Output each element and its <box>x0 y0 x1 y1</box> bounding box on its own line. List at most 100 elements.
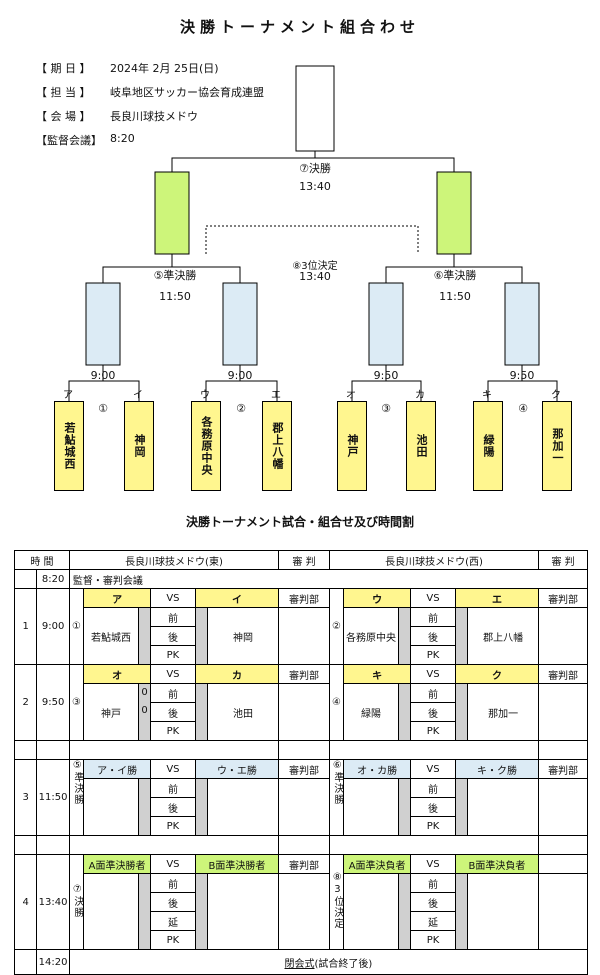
match-number-2: ② <box>236 402 246 415</box>
match4-team-left: 緑陽 <box>343 683 399 741</box>
team-name-7: 緑陽 <box>482 434 495 458</box>
sf5-winner-box <box>154 171 190 255</box>
match2-left-slot: ウ <box>343 588 412 608</box>
round1-no: 1 <box>13 588 38 665</box>
match7-left-slot: A面準決勝者 <box>83 854 152 874</box>
schedule-title: 決勝トーナメント試合・組合せ及び時間割 <box>185 515 414 529</box>
round3-row-1: 3 11:50 ⑤準決勝 ア・イ勝 VS ウ・エ勝 審判部 ⑥準決勝 オ・カ勝 … <box>13 759 588 836</box>
info-label-organizer: 【 担 当 】 <box>36 86 91 99</box>
match8-pk: PK <box>410 930 456 950</box>
match2-team-right: 郡上八幡 <box>467 607 540 665</box>
team-box-6: 池田 <box>406 401 436 491</box>
round4-time: 13:40 <box>36 854 70 950</box>
final-label: ⑦決勝 <box>299 162 331 175</box>
header-west: 長良川球技メドウ(西) <box>328 550 540 570</box>
round1-row-1: 1 9:00 ① ア VS イ 審判部 ② ウ VS エ 審判部 <box>13 588 588 665</box>
round3-no: 3 <box>13 759 38 836</box>
sf5-time: 11:50 <box>159 290 191 303</box>
info-value-date: 2024年 2月 25日(日) <box>110 62 219 75</box>
match4-time: 9:50 <box>509 369 535 382</box>
match2-first-half: 前 <box>410 607 456 627</box>
closing-ceremony: 閉会式 <box>284 958 315 970</box>
match7-label: ⑦決勝 <box>71 883 83 918</box>
match6-right-slot: キ・ク勝 <box>454 759 540 779</box>
third-place-line <box>205 225 419 254</box>
round1-time: 9:00 <box>36 588 70 665</box>
match5-vs: VS <box>150 759 196 779</box>
match3-second-half: 後 <box>150 702 196 722</box>
team-box-8: 那加一 <box>542 401 572 491</box>
sf6-winner-box <box>436 171 472 255</box>
slot-ki: キ <box>482 390 492 401</box>
slot-ku: ク <box>551 390 561 401</box>
r1-winner-box-2 <box>222 282 258 366</box>
schedule-header-row: 時 間 長良川球技メドウ(東) 審 判 長良川球技メドウ(西) 審 判 <box>14 550 588 570</box>
match3-score-first: 0 <box>141 687 148 698</box>
match1-first-half: 前 <box>150 607 196 627</box>
match8-extra-time: 延 <box>410 911 456 931</box>
match3-team-left: 神戸 <box>83 683 139 741</box>
match2-num: ② <box>328 588 345 665</box>
team-name-4: 郡上八幡 <box>271 422 284 470</box>
round2-row-1: 2 9:50 ③ オ VS カ 審判部 ④ キ VS ク 審判部 <box>13 664 588 741</box>
match7-second-half: 後 <box>150 892 196 912</box>
r1-winner-box-3 <box>368 282 404 366</box>
match7-first-half: 前 <box>150 873 196 893</box>
match4-num: ④ <box>328 664 345 741</box>
match3-team-right: 池田 <box>206 683 280 741</box>
match7-pk: PK <box>150 930 196 950</box>
match4-first-half: 前 <box>410 683 456 703</box>
match8-second-half: 後 <box>410 892 456 912</box>
match6-vs: VS <box>410 759 456 779</box>
round3-time: 11:50 <box>36 759 70 836</box>
third-place-label: ⑧3位決定 <box>292 261 338 272</box>
match3-time: 9:50 <box>373 369 399 382</box>
match8-right-slot: B面準決負者 <box>454 854 540 874</box>
closing-note: (試合終了後) <box>314 958 373 970</box>
slot-u: ウ <box>200 390 210 401</box>
match3-vs: VS <box>150 664 196 684</box>
page-title: 決勝トーナメント組合わせ <box>179 18 420 36</box>
match4-right-slot: ク <box>454 664 540 684</box>
header-ref-east: 審 判 <box>278 550 330 570</box>
match-number-4: ④ <box>518 402 528 415</box>
match2-right-slot: エ <box>454 588 540 608</box>
match8-first-half: 前 <box>410 873 456 893</box>
match2-referee: 審判部 <box>538 588 588 608</box>
header-ref-west: 審 判 <box>538 550 588 570</box>
match6-first-half: 前 <box>410 778 456 798</box>
info-value-venue: 長良川球技メドウ <box>110 110 198 123</box>
team-box-4: 郡上八幡 <box>262 401 292 491</box>
match5-referee: 審判部 <box>278 759 330 779</box>
match8-vs: VS <box>410 854 456 874</box>
match7-right-slot: B面準決勝者 <box>194 854 280 874</box>
match3-pk: PK <box>150 721 196 741</box>
team-box-5: 神戸 <box>337 401 367 491</box>
match6-pk: PK <box>410 816 456 836</box>
match4-referee: 審判部 <box>538 664 588 684</box>
match2-second-half: 後 <box>410 626 456 646</box>
match2-time: 9:00 <box>227 369 253 382</box>
match8-label: ⑧3位決定 <box>331 872 343 929</box>
match8-left-slot: A面準決負者 <box>343 854 412 874</box>
info-value-organizer: 岐阜地区サッカー協会育成連盟 <box>110 86 264 99</box>
match5-right-slot: ウ・エ勝 <box>194 759 280 779</box>
match2-team-left: 各務原中央 <box>343 607 399 665</box>
team-name-8: 那加一 <box>551 428 564 464</box>
match7-extra-time: 延 <box>150 911 196 931</box>
match2-pk: PK <box>410 645 456 665</box>
match2-vs: VS <box>410 588 456 608</box>
match6-label: ⑥準決勝 <box>331 760 343 806</box>
slot-i: イ <box>133 390 143 401</box>
r1-winner-box-4 <box>504 282 540 366</box>
r1-winner-box-1 <box>85 282 121 366</box>
match3-right-slot: カ <box>194 664 280 684</box>
info-label-meeting: 【監督会議】 <box>36 134 102 147</box>
bracket-diagram <box>68 65 558 401</box>
match1-time: 9:00 <box>90 369 116 382</box>
team-name-3: 各務原中央 <box>200 416 213 476</box>
match-number-1: ① <box>98 402 108 415</box>
info-value-meeting: 8:20 <box>110 132 135 145</box>
match6-left-slot: オ・カ勝 <box>343 759 412 779</box>
slot-o: オ <box>346 390 356 401</box>
